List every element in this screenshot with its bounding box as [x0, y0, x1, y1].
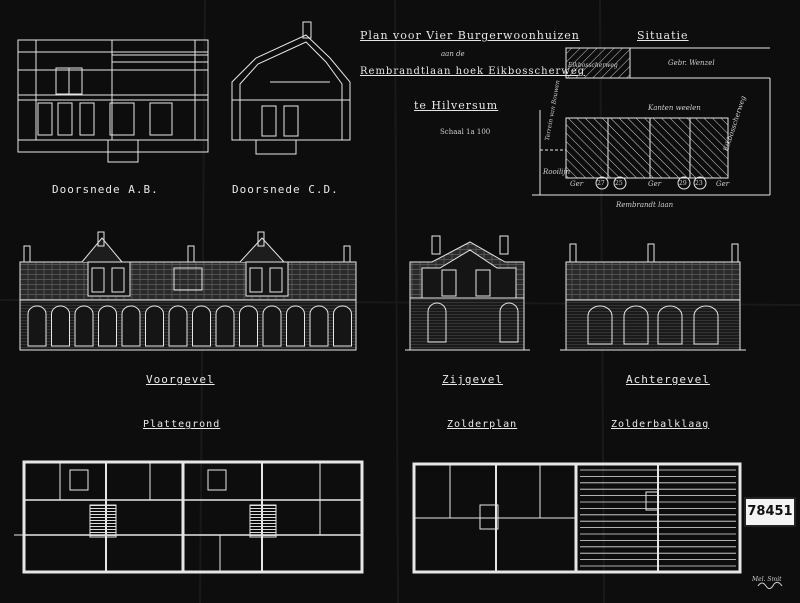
lot-prefix-mid: Ger [648, 180, 662, 188]
title-line-3: Rembrandtlaan hoek Eikbosscherweg [360, 66, 586, 77]
title-line-1: Plan voor Vier Burgerwoonhuizen [360, 29, 580, 42]
front-arches [27, 305, 352, 347]
lot-number-29: 29 [679, 180, 687, 187]
side-elevation-drawing [405, 235, 530, 351]
archive-number-stamp: 78451 [744, 497, 796, 527]
label-side-elevation: Zijgevel [442, 373, 503, 386]
front-arch-opening [262, 305, 282, 347]
front-arch-opening [145, 305, 164, 347]
label-section-ab: Doorsnede A.B. [52, 183, 159, 196]
site-label-rembrandt: Rembrandt laan [616, 201, 674, 209]
site-label-wenzel: Gebr. Wenzel [668, 59, 715, 67]
lot-number-27: 27 [597, 180, 605, 187]
site-plan-heading: Situatie [637, 29, 689, 42]
front-elevation-drawing [19, 231, 357, 351]
rear-elevation-drawing [560, 243, 746, 351]
lot-number-25: 25 [615, 180, 623, 187]
ground-floor-plan-drawing [14, 460, 364, 574]
site-plan-drawing [532, 47, 771, 196]
front-arch-opening [239, 305, 258, 347]
section-cd-drawing [231, 21, 351, 155]
lot-prefix-right: Ger [716, 180, 730, 188]
site-label-rooilijn: Rooilijn [543, 168, 571, 176]
front-arch-opening [192, 305, 211, 347]
lot-prefix-left: Ger [570, 180, 584, 188]
front-arch-opening [98, 305, 117, 347]
title-line-2: aan de [441, 50, 465, 58]
front-arch-opening [51, 305, 70, 347]
front-arch-opening [286, 305, 305, 347]
label-rear-elevation: Achtergevel [626, 373, 710, 386]
lot-number-23: 23 [695, 180, 703, 187]
section-ab-drawing [17, 39, 209, 163]
front-arch-opening [215, 305, 235, 347]
label-attic-beams: Zolderbalklaag [611, 419, 710, 430]
front-arch-opening [333, 305, 352, 347]
label-ground-floor-plan: Plattegrond [143, 419, 221, 430]
signature-scribble [757, 581, 783, 590]
label-attic-plan: Zolderplan [447, 419, 518, 430]
attic-beams-drawing [574, 462, 742, 574]
label-front-elevation: Voorgevel [146, 373, 215, 386]
front-arch-opening [27, 305, 47, 347]
front-arch-opening [121, 305, 141, 347]
label-section-cd: Doorsnede C.D. [232, 183, 339, 196]
site-label-street-top: Eikbosscherweg [568, 62, 618, 69]
front-arch-opening [74, 305, 94, 347]
front-arch-opening [309, 305, 329, 347]
scale-label: Schaal 1a 100 [440, 128, 491, 136]
front-arch-opening [168, 305, 188, 347]
attic-plan-drawing [412, 462, 578, 574]
title-line-4: te Hilversum [414, 99, 499, 112]
signature-text: Mel. Smit [752, 576, 782, 583]
site-label-kanten: Kanten weelen [648, 104, 701, 112]
